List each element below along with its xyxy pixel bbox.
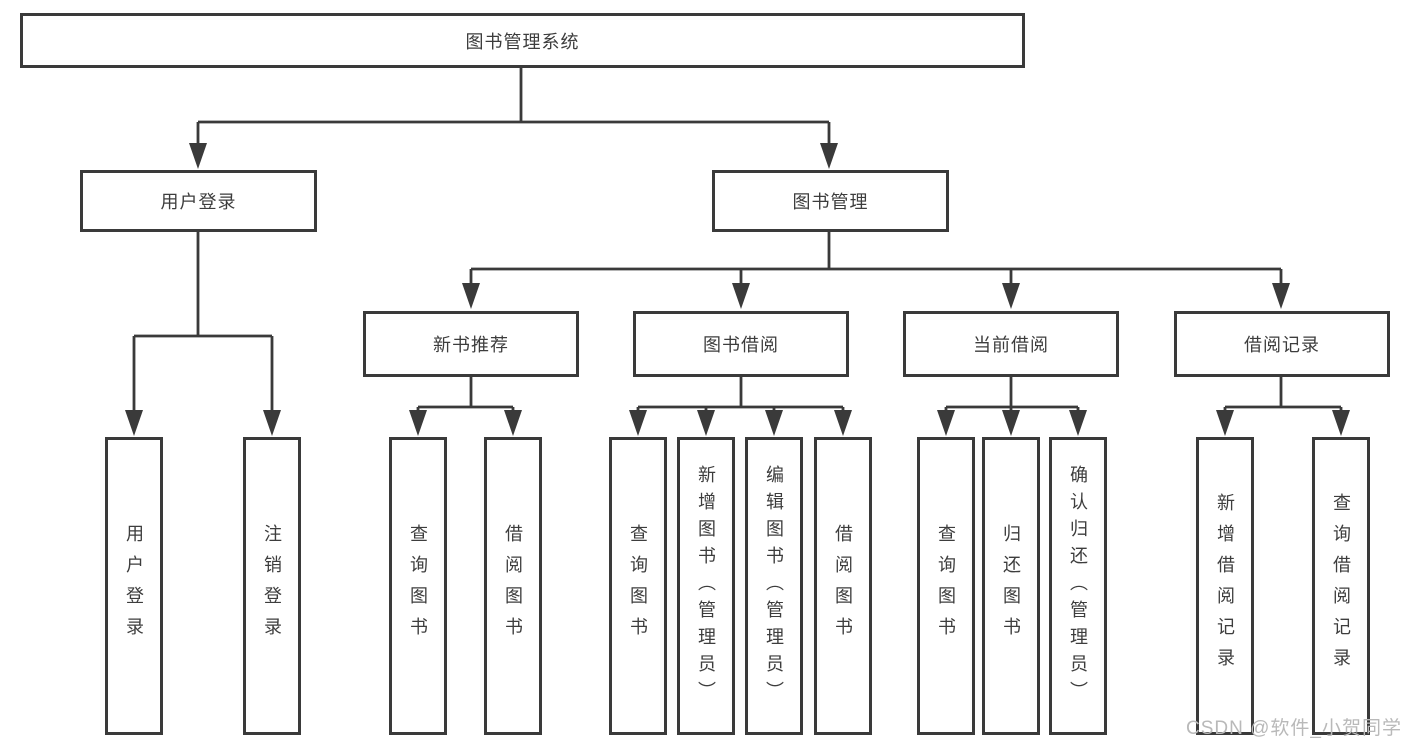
node-user-login: 用户登录 (80, 170, 317, 232)
node-book-management: 图书管理 (712, 170, 949, 232)
node-label: 新增图书（管理员） (696, 464, 716, 708)
leaf-confirm-return-admin: 确认归还（管理员） (1049, 437, 1107, 735)
node-label: 查询图书 (936, 524, 956, 648)
node-label: 新增借阅记录 (1215, 493, 1235, 679)
node-label: 借阅记录 (1244, 335, 1320, 355)
leaf-query-books-2: 查询图书 (609, 437, 667, 735)
node-label: 借阅图书 (503, 524, 523, 648)
leaf-query-books-1: 查询图书 (389, 437, 447, 735)
leaf-edit-book-admin: 编辑图书（管理员） (745, 437, 803, 735)
leaf-add-borrow-record: 新增借阅记录 (1196, 437, 1254, 735)
node-book-borrow: 图书借阅 (633, 311, 849, 377)
node-label: 图书管理 (792, 192, 869, 212)
leaf-query-borrow-record: 查询借阅记录 (1312, 437, 1370, 735)
node-label: 图书管理系统 (465, 31, 580, 52)
node-new-book-recommend: 新书推荐 (363, 311, 579, 377)
node-label: 查询图书 (408, 524, 428, 648)
leaf-query-books-3: 查询图书 (917, 437, 975, 735)
node-system-root: 图书管理系统 (20, 13, 1025, 68)
node-label: 用户登录 (160, 192, 237, 212)
node-borrow-records: 借阅记录 (1174, 311, 1390, 377)
leaf-logout: 注销登录 (243, 437, 301, 735)
node-label: 用户登录 (124, 524, 144, 648)
leaf-add-book-admin: 新增图书（管理员） (677, 437, 735, 735)
node-label: 确认归还（管理员） (1068, 464, 1088, 708)
leaf-borrow-books-1: 借阅图书 (484, 437, 542, 735)
node-label: 查询图书 (628, 524, 648, 648)
node-label: 查询借阅记录 (1331, 493, 1351, 679)
node-label: 图书借阅 (703, 335, 779, 355)
node-label: 新书推荐 (433, 335, 509, 355)
node-label: 编辑图书（管理员） (764, 464, 784, 708)
node-label: 借阅图书 (833, 524, 853, 648)
leaf-borrow-books-2: 借阅图书 (814, 437, 872, 735)
node-label: 当前借阅 (973, 335, 1049, 355)
leaf-user-login: 用户登录 (105, 437, 163, 735)
watermark-text: CSDN @软件_小贺同学 (1186, 718, 1402, 739)
node-current-borrow: 当前借阅 (903, 311, 1119, 377)
leaf-return-book: 归还图书 (982, 437, 1040, 735)
node-label: 归还图书 (1001, 524, 1021, 648)
node-label: 注销登录 (262, 524, 282, 648)
